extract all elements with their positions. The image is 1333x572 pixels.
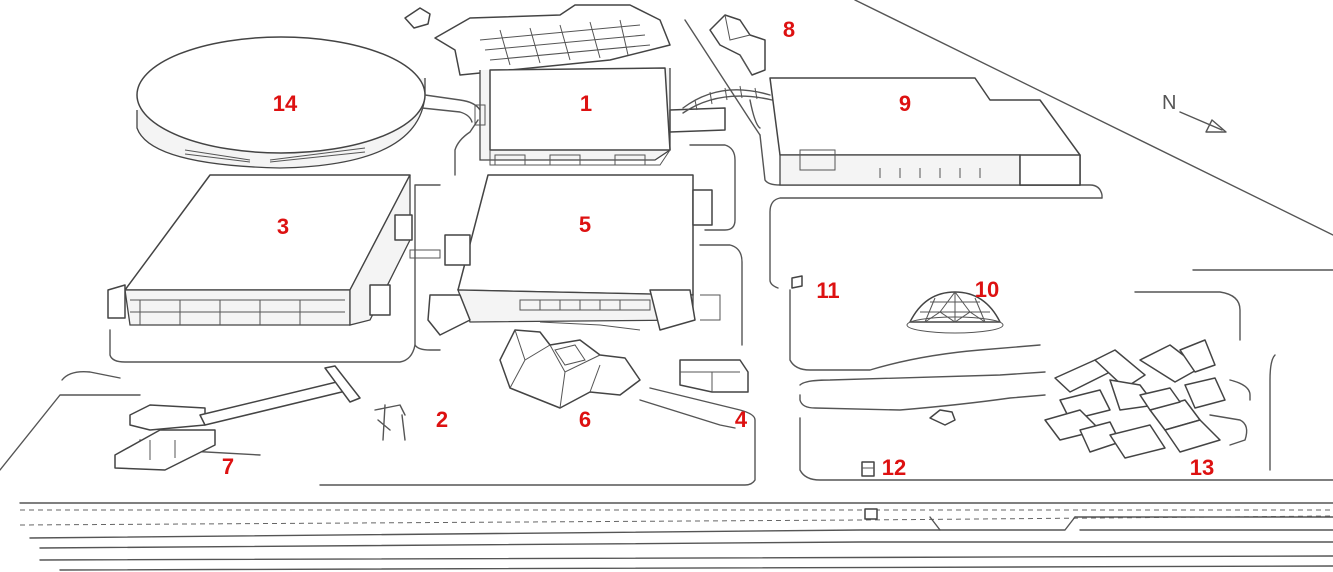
marker-10: 10 [974, 277, 1000, 302]
building-10-dome [906, 291, 1004, 334]
building-1 [474, 67, 726, 166]
marker-12: 12 [881, 455, 907, 480]
building-8 [709, 14, 766, 76]
car-icon [929, 409, 956, 426]
building-13-cluster [1044, 339, 1226, 459]
railway-tracks [19, 502, 1333, 571]
marker-6: 6 [578, 407, 592, 432]
building-12 [861, 461, 875, 477]
marker-2: 2 [435, 407, 449, 432]
pedestrian-bridge [682, 85, 773, 114]
sculpture-2 [374, 404, 406, 441]
marker-9: 9 [898, 91, 912, 116]
building-9 [769, 77, 1081, 186]
north-arrow-icon [1179, 111, 1227, 133]
marker-5: 5 [578, 212, 592, 237]
building-14-arena [136, 36, 481, 169]
marker-3: 3 [276, 214, 290, 239]
building-7 [114, 365, 361, 471]
marker-1: 1 [579, 91, 593, 116]
building-4 [679, 359, 749, 393]
building-3 [107, 174, 441, 326]
marker-13: 13 [1189, 455, 1215, 480]
marker-11: 11 [816, 278, 840, 303]
building-11 [791, 275, 803, 289]
top-complex [404, 4, 671, 76]
marker-8: 8 [782, 17, 796, 42]
building-6 [499, 329, 641, 409]
marker-14: 14 [272, 91, 298, 116]
marker-4: 4 [734, 407, 748, 432]
building-5 [427, 174, 721, 336]
marker-7: 7 [221, 454, 235, 479]
north-label: N [1162, 92, 1177, 114]
